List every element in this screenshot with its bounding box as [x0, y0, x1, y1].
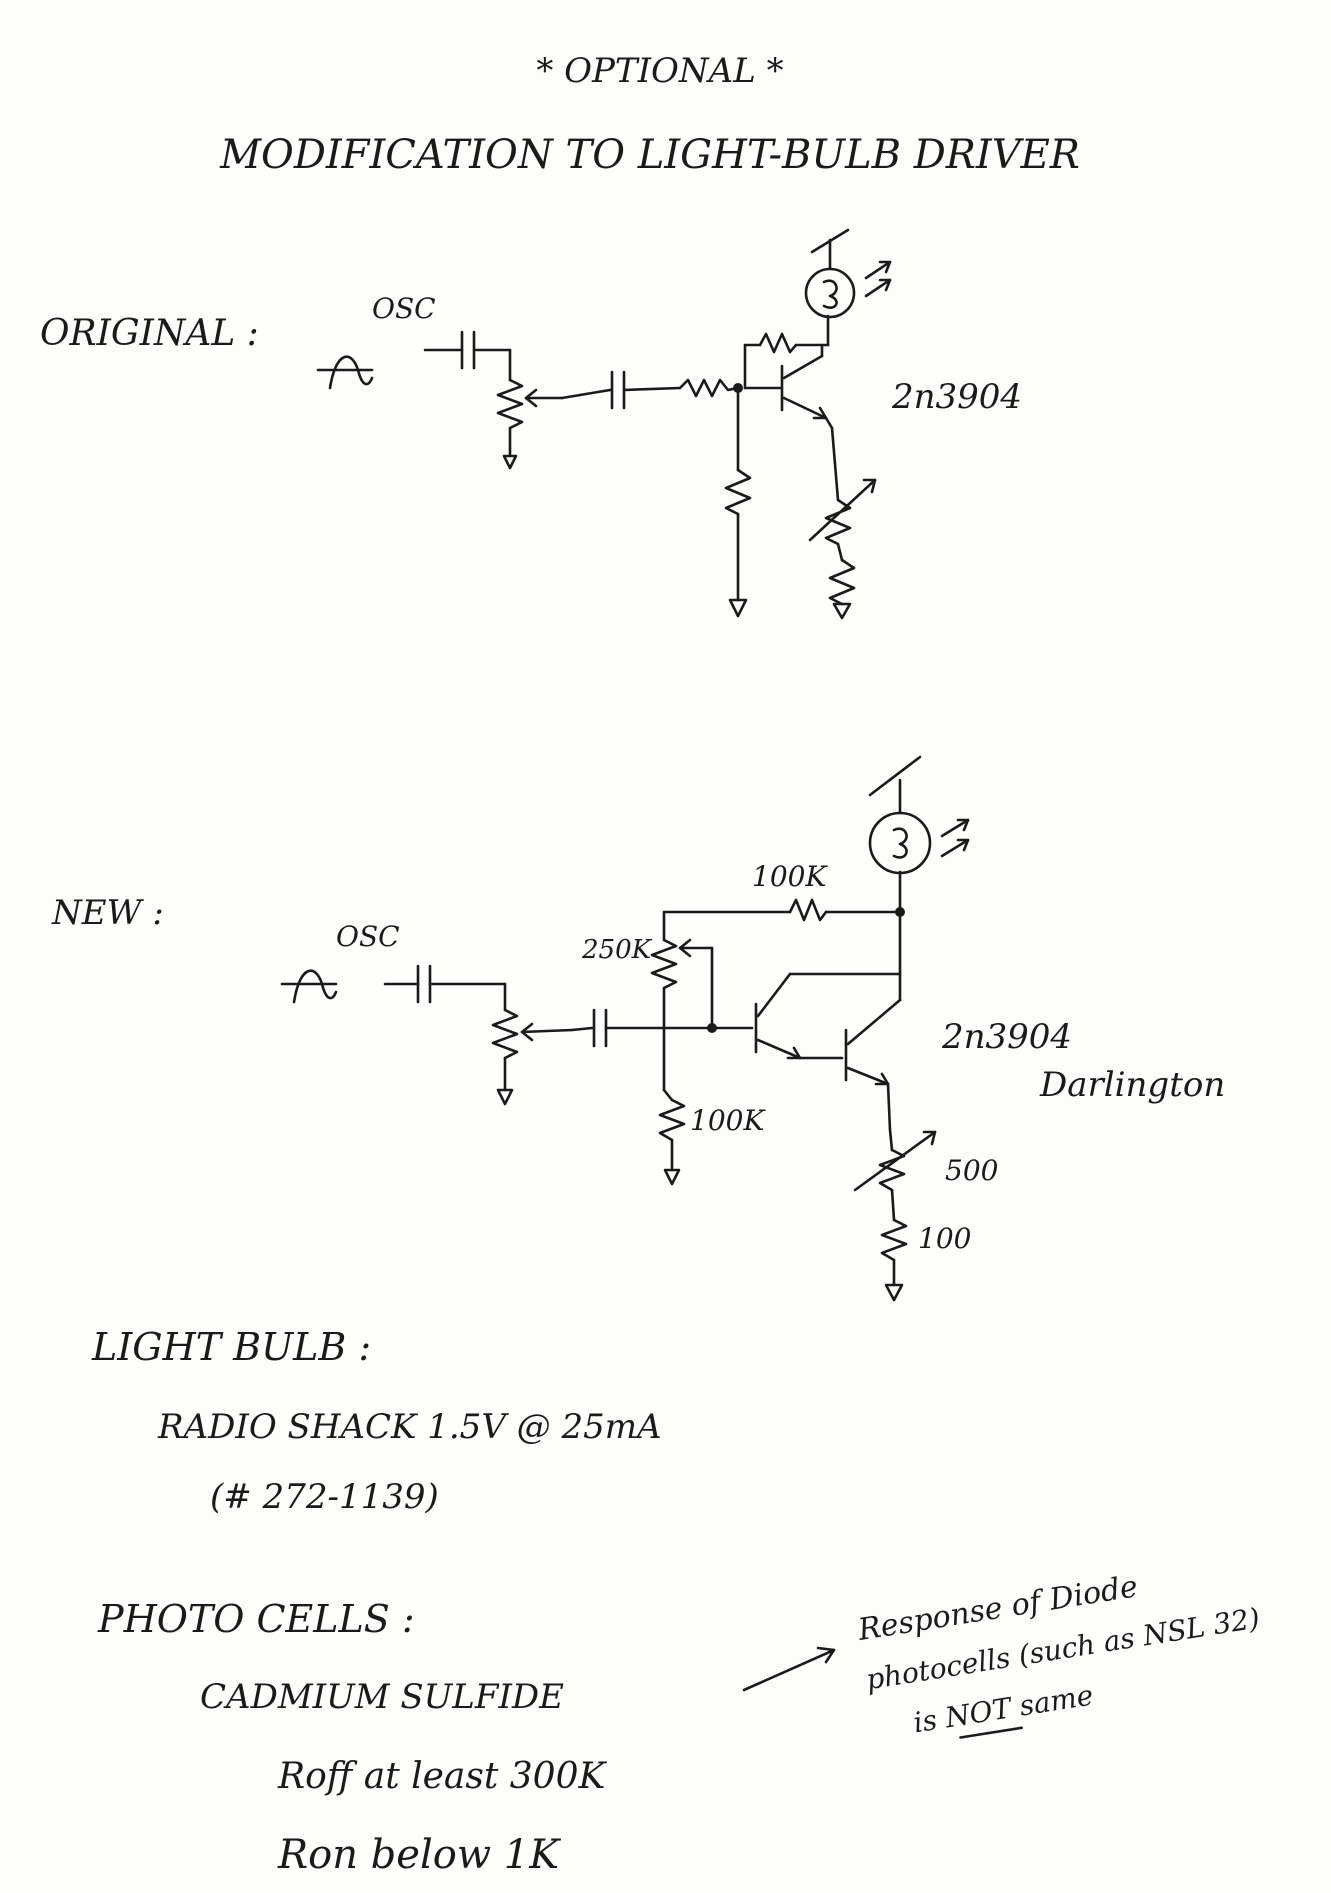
- page-title: MODIFICATION TO LIGHT-BULB DRIVER: [219, 132, 1080, 178]
- original-coupling-capacitor: [560, 370, 682, 410]
- photo-cell-notes: PHOTO CELLS : CADMIUM SULFIDE Roff at le…: [97, 1597, 607, 1878]
- photo-cells-roff: Roff at least 300K: [277, 1756, 607, 1797]
- original-circuit: ORIGINAL : OSC: [40, 228, 1022, 620]
- original-osc-label: OSC: [372, 292, 436, 325]
- original-emitter-resistors: [808, 426, 877, 620]
- original-label: ORIGINAL :: [40, 313, 259, 354]
- new-emitter-resistor-label: 100: [918, 1222, 971, 1255]
- new-oscillator-symbol: [280, 969, 338, 1004]
- original-oscillator-symbol: [316, 355, 374, 390]
- light-bulb-heading: LIGHT BULB :: [91, 1325, 371, 1369]
- new-label: NEW :: [51, 893, 164, 933]
- new-feedback-resistor-label: 100K: [752, 860, 828, 893]
- photo-cells-ron: Ron below 1K: [277, 1832, 561, 1878]
- new-osc-label: OSC: [336, 920, 400, 953]
- new-transistor-label: 2n3904: [941, 1017, 1072, 1057]
- diode-photocell-side-note: Response of Diode photocells (such as NS…: [742, 1569, 1262, 1739]
- new-250k-potentiometer: [650, 910, 714, 1092]
- new-coupling-capacitor: [570, 1008, 717, 1048]
- original-feedback-resistor: [743, 332, 830, 390]
- photo-cells-heading: PHOTO CELLS :: [97, 1597, 415, 1641]
- new-feedback-resistor-100k: [662, 898, 905, 922]
- side-note-underline: [959, 1726, 1024, 1739]
- light-bulb-notes: LIGHT BULB : RADIO SHACK 1.5V @ 25mA (# …: [91, 1325, 662, 1517]
- new-pot-label: 250K: [581, 935, 653, 965]
- original-bias-resistor: [724, 386, 752, 618]
- photo-cells-type: CADMIUM SULFIDE: [200, 1677, 564, 1717]
- new-input-capacitor: [383, 964, 507, 1004]
- side-note-arrow: [742, 1648, 836, 1692]
- original-transistor-label: 2n3904: [891, 377, 1022, 417]
- original-input-potentiometer: [496, 348, 564, 470]
- new-emitter-resistors: [853, 1128, 937, 1302]
- original-light-bulb: [804, 228, 892, 347]
- new-bias-resistor-100k: [658, 1088, 686, 1186]
- original-transistor-2n3904: [743, 343, 834, 430]
- light-bulb-part-number: (# 272-1139): [210, 1477, 439, 1517]
- new-light-bulb: [868, 755, 970, 914]
- new-circuit: NEW : OSC: [51, 755, 1225, 1302]
- new-config-label: Darlington: [1039, 1065, 1225, 1105]
- original-input-capacitor: [423, 330, 512, 370]
- original-base-resistor: [678, 378, 743, 398]
- new-darlington-transistors: [710, 910, 902, 1132]
- light-bulb-spec: RADIO SHACK 1.5V @ 25mA: [157, 1407, 662, 1447]
- new-var-resistor-label: 500: [945, 1154, 998, 1187]
- new-bias-resistor-label: 100K: [690, 1104, 766, 1137]
- new-input-potentiometer: [491, 982, 574, 1106]
- optional-note: * OPTIONAL *: [536, 51, 783, 91]
